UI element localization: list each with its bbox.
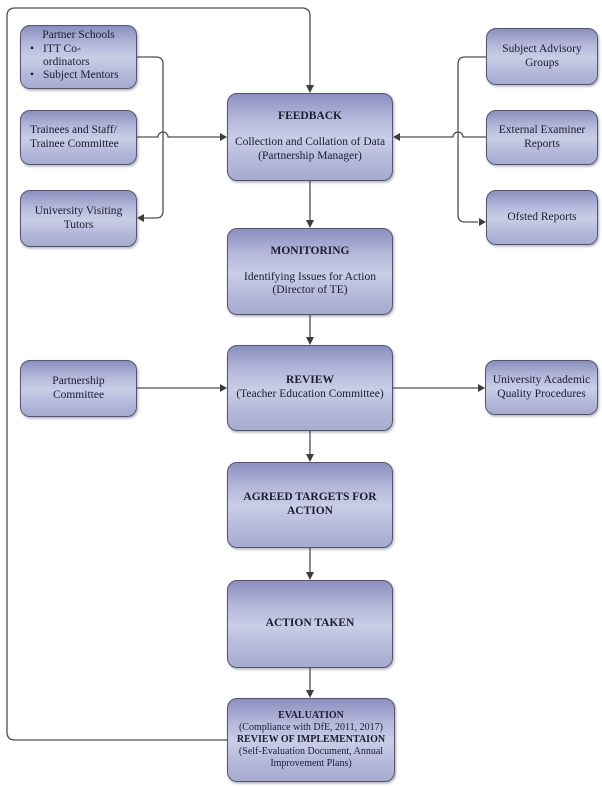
arrowhead-into-evaluation (306, 690, 314, 698)
arrowhead-into-review-top (306, 337, 314, 345)
subject-advisory-groups-box: Subject Advisory Groups (486, 28, 598, 85)
trainees-line: Trainee Committee (30, 137, 119, 150)
feedback-title: FEEDBACK (278, 110, 342, 123)
feedback-line: Collection and Collation of Data (234, 136, 386, 149)
connector-partner-schools-to-university-visiting-tutors (137, 56, 164, 219)
evaluation-title: EVALUATION (278, 709, 344, 721)
review-title: REVIEW (286, 374, 334, 387)
feedback-line: (Partnership Manager) (258, 149, 362, 162)
trainees-and-staff-box: Trainees and Staff/ Trainee Committee (20, 110, 137, 165)
arrowhead-into-review-left (220, 384, 227, 392)
action-taken-box: ACTION TAKEN (227, 580, 393, 668)
evaluation-line: (Self-Evaluation Document, Annual Improv… (238, 746, 384, 770)
partnership-committee-label: Partnership Committee (52, 374, 105, 401)
monitoring-line: (Director of TE) (272, 284, 348, 297)
connector-external-examiner-to-feedback (400, 131, 486, 138)
bullet-label: Subject Mentors (43, 69, 119, 82)
subject-advisory-label: Subject Advisory Groups (502, 42, 582, 69)
partnership-committee-box: Partnership Committee (20, 360, 137, 417)
evaluation-box: EVALUATION (Compliance with DfE, 2011, 2… (227, 698, 395, 782)
bullet-item: • Subject Mentors (21, 69, 136, 82)
arrowhead-into-ofsted (479, 218, 486, 226)
bullet-icon: • (29, 69, 35, 82)
monitoring-box: MONITORING Identifying Issues for Action… (227, 228, 393, 315)
arrowhead-into-uaqp (478, 384, 485, 392)
monitoring-title: MONITORING (270, 244, 350, 257)
agreed-targets-title: AGREED TARGETS FOR ACTION (243, 491, 377, 517)
uaqp-label: University Academic Quality Procedures (492, 373, 591, 400)
arrowhead-into-feedback-right (393, 133, 400, 141)
arrowhead-into-feedback-left (220, 133, 227, 141)
bullet-label: ITT Co-ordinators (43, 42, 90, 69)
partner-schools-box: Partner Schools • ITT Co-ordinators • Su… (20, 25, 137, 89)
arrowhead-into-agreed-targets (306, 454, 314, 462)
evaluation-line: (Compliance with DfE, 2011, 2017) (238, 721, 384, 733)
external-examiner-label: External Examiner Reports (498, 123, 586, 150)
review-line: (Teacher Education Committee) (236, 388, 384, 400)
arrowhead-into-feedback-top (306, 85, 314, 93)
action-taken-title: ACTION TAKEN (265, 617, 355, 630)
connector-subject-advisory-to-ofsted (457, 56, 486, 223)
ofsted-reports-box: Ofsted Reports (486, 190, 598, 245)
arrowhead-into-monitoring (306, 220, 314, 228)
ofsted-label: Ofsted Reports (507, 210, 577, 223)
university-visiting-tutors-box: University Visiting Tutors (20, 190, 137, 247)
arrowhead-into-action-taken (306, 572, 314, 580)
university-visiting-tutors-label: University Visiting Tutors (34, 204, 123, 231)
bullet-item: • ITT Co-ordinators (21, 43, 136, 69)
external-examiner-reports-box: External Examiner Reports (486, 110, 598, 165)
bullet-icon: • (29, 42, 35, 55)
arrowhead-into-university-visiting-tutors (137, 214, 144, 222)
review-of-implementation-title: REVIEW OF IMPLEMENTAION (236, 733, 386, 745)
university-academic-quality-procedures-box: University Academic Quality Procedures (485, 360, 598, 415)
connector-trainees-to-feedback (137, 131, 220, 138)
review-box: REVIEW (Teacher Education Committee) (227, 345, 393, 431)
connector-evaluation-to-feedback-loop (6, 7, 311, 741)
agreed-targets-box: AGREED TARGETS FOR ACTION (227, 462, 393, 548)
trainees-line: Trainees and Staff/ (30, 123, 117, 136)
feedback-box: FEEDBACK Collection and Collation of Dat… (227, 93, 393, 181)
monitoring-line: Identifying Issues for Action (244, 270, 376, 283)
partner-schools-title: Partner Schools (42, 29, 115, 41)
